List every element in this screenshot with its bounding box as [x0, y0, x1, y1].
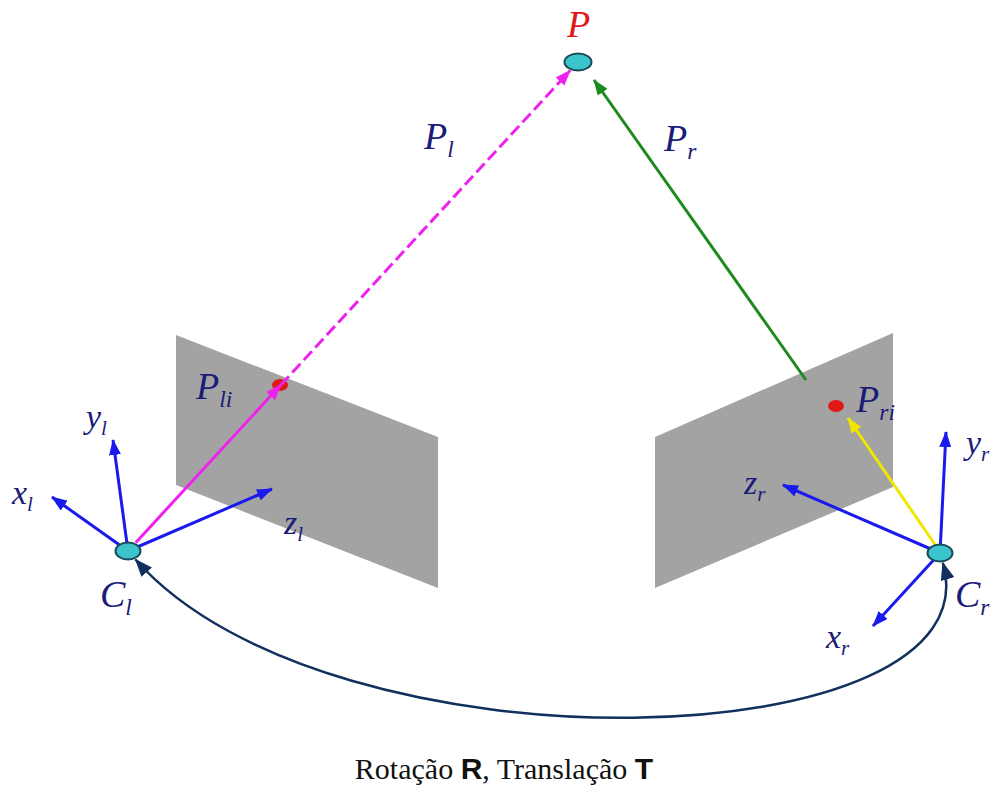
point-marker: Cl — [114, 541, 142, 561]
right-point-vector — [594, 80, 806, 380]
point-label: Cl — [100, 574, 132, 616]
axis-label: xl — [12, 474, 33, 511]
left-y-axis — [113, 440, 128, 551]
right-x-axis — [873, 553, 940, 626]
axis-label: zr — [744, 464, 765, 501]
connector — [136, 71, 570, 543]
ray-dashed — [281, 71, 570, 385]
point-circle — [563, 52, 593, 72]
right-image-ray — [848, 418, 936, 546]
left-image-plane — [176, 335, 438, 588]
transform-caption: Rotação R, Translação T — [355, 752, 653, 785]
right-y-axis — [940, 432, 946, 553]
transform-arc — [135, 559, 946, 717]
point-label: Cr — [955, 574, 990, 616]
ray-segment — [136, 385, 281, 543]
axis-label: Pr — [664, 118, 696, 160]
right-image-plane — [655, 333, 893, 588]
axis-label: Pli — [196, 366, 232, 408]
connector — [135, 559, 946, 717]
point-label: P — [567, 4, 590, 46]
point-circle — [926, 543, 954, 563]
left-x-axis — [52, 497, 128, 551]
axis-label: zl — [284, 504, 303, 541]
axis-label: yl — [86, 398, 107, 435]
axis-label: yr — [966, 424, 989, 461]
right-image-point — [828, 400, 844, 412]
point-marker: Cr — [926, 543, 954, 563]
left-z-axis — [128, 489, 272, 551]
point-marker: P — [563, 52, 593, 72]
point-circle — [114, 541, 142, 561]
vector-label: Pl — [424, 116, 454, 158]
axis-label: xr — [826, 618, 849, 655]
axis-label: Pri — [856, 379, 895, 421]
